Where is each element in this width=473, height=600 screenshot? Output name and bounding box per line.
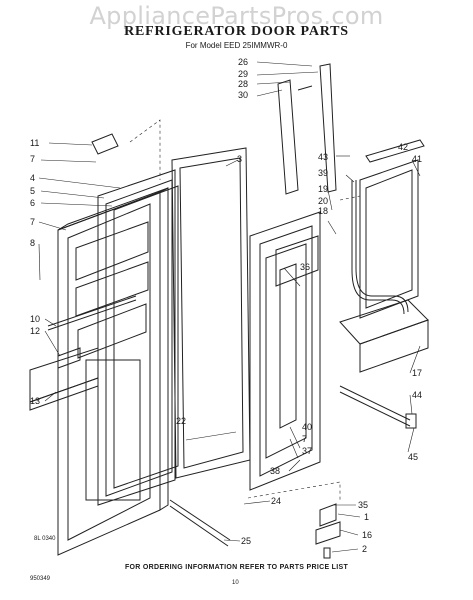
bin-17 — [339, 299, 429, 373]
callout-44: 44 — [412, 390, 422, 400]
rail-44 — [339, 385, 417, 429]
callout-2: 2 — [362, 544, 367, 554]
callout-26: 26 — [238, 57, 248, 67]
door-gasket — [171, 147, 251, 479]
watermark: AppliancePartsPros.com — [89, 2, 384, 30]
callout-42: 42 — [398, 142, 408, 152]
callout-13: 13 — [30, 396, 40, 406]
callout-17: 17 — [412, 368, 422, 378]
callout-5: 5 — [30, 186, 35, 196]
fresh-food-door — [249, 211, 321, 491]
callout-6: 6 — [30, 198, 35, 208]
dashed-leaders — [247, 195, 361, 500]
panel-41 — [359, 159, 419, 319]
callout-29: 29 — [238, 69, 248, 79]
callout-30: 30 — [238, 90, 248, 100]
bin-13 — [29, 347, 99, 411]
callout-24: 24 — [271, 496, 281, 506]
rail-10 — [47, 295, 137, 331]
page-number: 10 — [232, 580, 239, 586]
liner-36 — [275, 235, 319, 287]
callout-38: 38 — [270, 466, 280, 476]
inner-liner-frames — [97, 169, 179, 506]
drawing-code: 8L 0340 — [34, 536, 56, 542]
callout-22: 22 — [176, 416, 186, 426]
door-shelves — [75, 221, 149, 501]
callout-35: 35 — [358, 500, 368, 510]
callout-10: 10 — [30, 314, 40, 324]
callout-4: 4 — [30, 173, 35, 183]
diagram-subtitle: For Model EED 25IMMWR-0 — [185, 41, 288, 50]
callout-8: 8 — [30, 238, 35, 248]
callout-36: 36 — [300, 262, 310, 272]
hinge-11 — [91, 133, 119, 155]
tube-39 — [351, 180, 409, 315]
figure-code: 950349 — [30, 576, 51, 582]
callout-40: 40 — [302, 422, 312, 432]
callout-12: 12 — [30, 326, 40, 336]
callout-45: 45 — [408, 452, 418, 462]
callout-11: 11 — [30, 138, 39, 148]
callout-19: 19 — [318, 184, 328, 194]
callout-16: 16 — [362, 530, 372, 540]
hinge-assembly-bottom — [315, 503, 341, 559]
callout-28: 28 — [238, 79, 248, 89]
callout-37: 37 — [302, 446, 312, 456]
callout-labels: 11 7 4 5 6 7 8 10 12 13 3 22 24 25 26 29… — [30, 57, 422, 554]
diagram-title: REFRIGERATOR DOOR PARTS — [124, 24, 349, 39]
leader-lines — [38, 61, 421, 553]
callout-1: 1 — [364, 512, 369, 522]
callout-7: 7 — [30, 154, 35, 164]
strip-25 — [169, 499, 231, 547]
trim-42 — [365, 139, 425, 163]
dashed-guide — [129, 119, 161, 180]
callout-7b: 7 — [30, 217, 35, 227]
callout-18: 18 — [318, 206, 328, 216]
freezer-door-outer — [57, 187, 169, 556]
callout-7c: 7 — [302, 434, 307, 444]
callout-41: 41 — [412, 154, 422, 164]
callout-25: 25 — [241, 536, 251, 546]
hinge-bar-26-30 — [277, 63, 337, 195]
callout-39: 39 — [318, 168, 328, 178]
part-12 — [57, 347, 81, 369]
callout-43: 43 — [318, 152, 328, 162]
callout-3: 3 — [237, 154, 242, 164]
footer-note: FOR ORDERING INFORMATION REFER TO PARTS … — [124, 564, 349, 571]
callout-20: 20 — [318, 196, 328, 206]
